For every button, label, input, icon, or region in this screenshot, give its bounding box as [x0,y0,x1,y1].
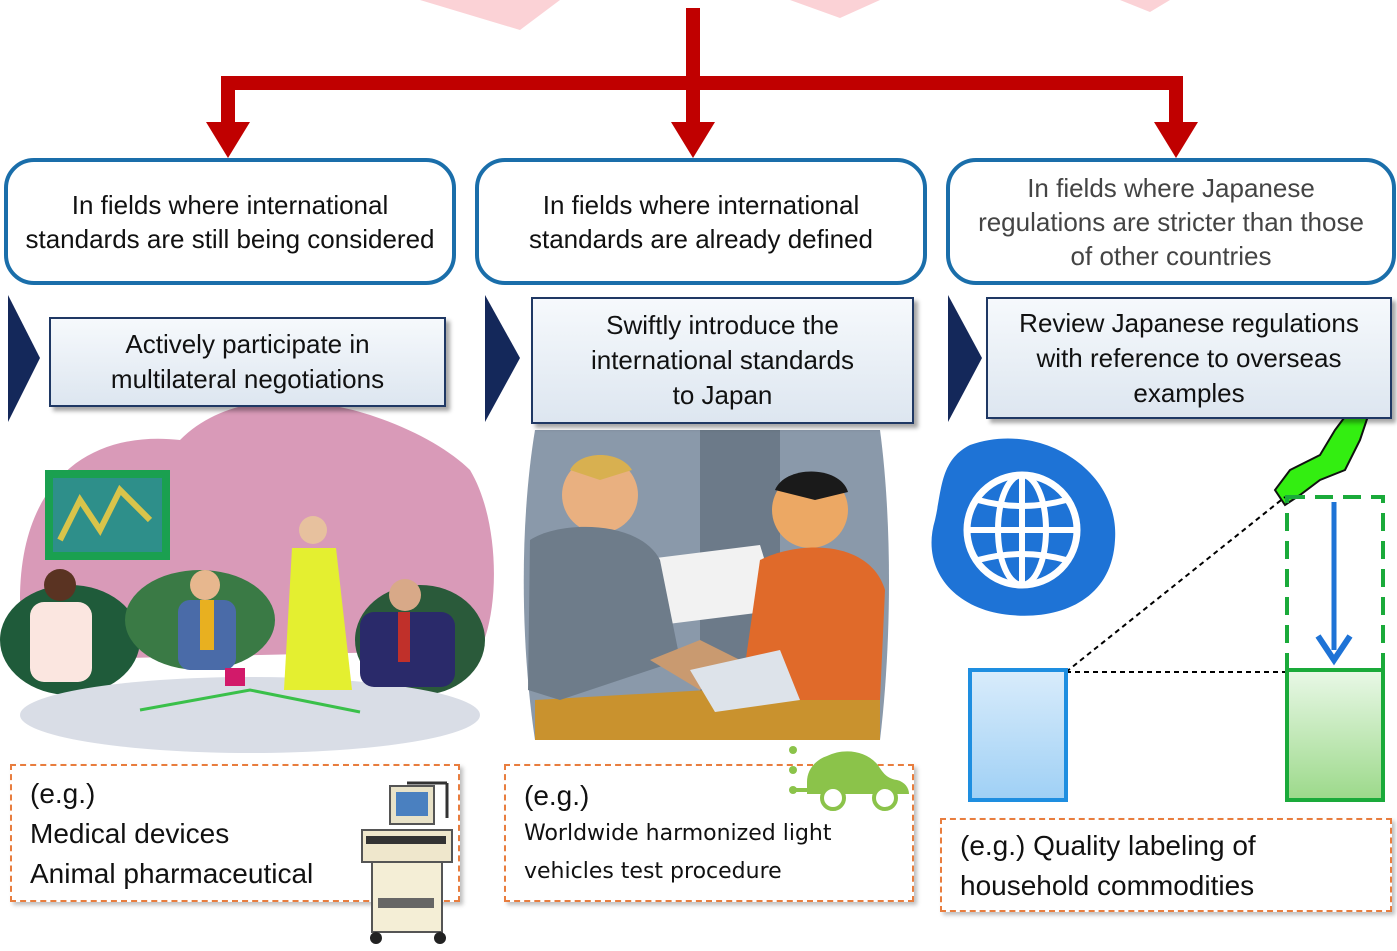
branch-arrows [206,8,1198,158]
top-decoration-right [1120,0,1170,12]
japan-bar-after [1285,668,1385,802]
action-box-2: Swiftly introduce the international stan… [531,297,914,424]
example-text-2-label: (e.g.) Worldwide harmonized light vehicle… [524,777,831,891]
chevron-icon [8,295,40,422]
overseas-bar [968,668,1068,802]
top-decoration-mid [790,0,880,18]
example-text-1: (e.g.) Medical devices Animal pharmaceut… [30,778,314,889]
regulation-comparison [968,495,1385,802]
car-icon [789,746,909,811]
globe-icon [931,438,1116,616]
arrow-head-right [1154,122,1198,158]
down-arrow-icon [1315,634,1353,666]
action-box-1: Actively participate in multilateral neg… [49,317,446,407]
handshake-illustration [523,430,889,740]
example-box-3 [940,818,1392,912]
meeting-illustration [0,401,494,753]
arrow-head-mid [671,122,715,158]
chevron-icon [948,295,982,422]
condition-box-3: In fields where Japanese regulations are… [946,158,1396,285]
action-box-3: Review Japanese regulations with referen… [986,297,1392,419]
example-text-2: (e.g.) Worldwide harmonized light vehicle… [524,777,831,891]
condition-box-1: In fields where international standards … [4,158,456,285]
example-text-3: (e.g.) Quality labeling of household com… [960,830,1256,901]
condition-box-2: In fields where international standards … [475,158,927,285]
example-text-2-prefix: (e.g.) [524,780,590,811]
medical-device-icon [361,781,453,944]
chevron-icon [485,295,520,422]
top-decoration-left [420,0,560,30]
arrow-head-left [206,122,250,158]
example-text-2-body: Worldwide harmonized light vehicles test… [524,821,832,884]
